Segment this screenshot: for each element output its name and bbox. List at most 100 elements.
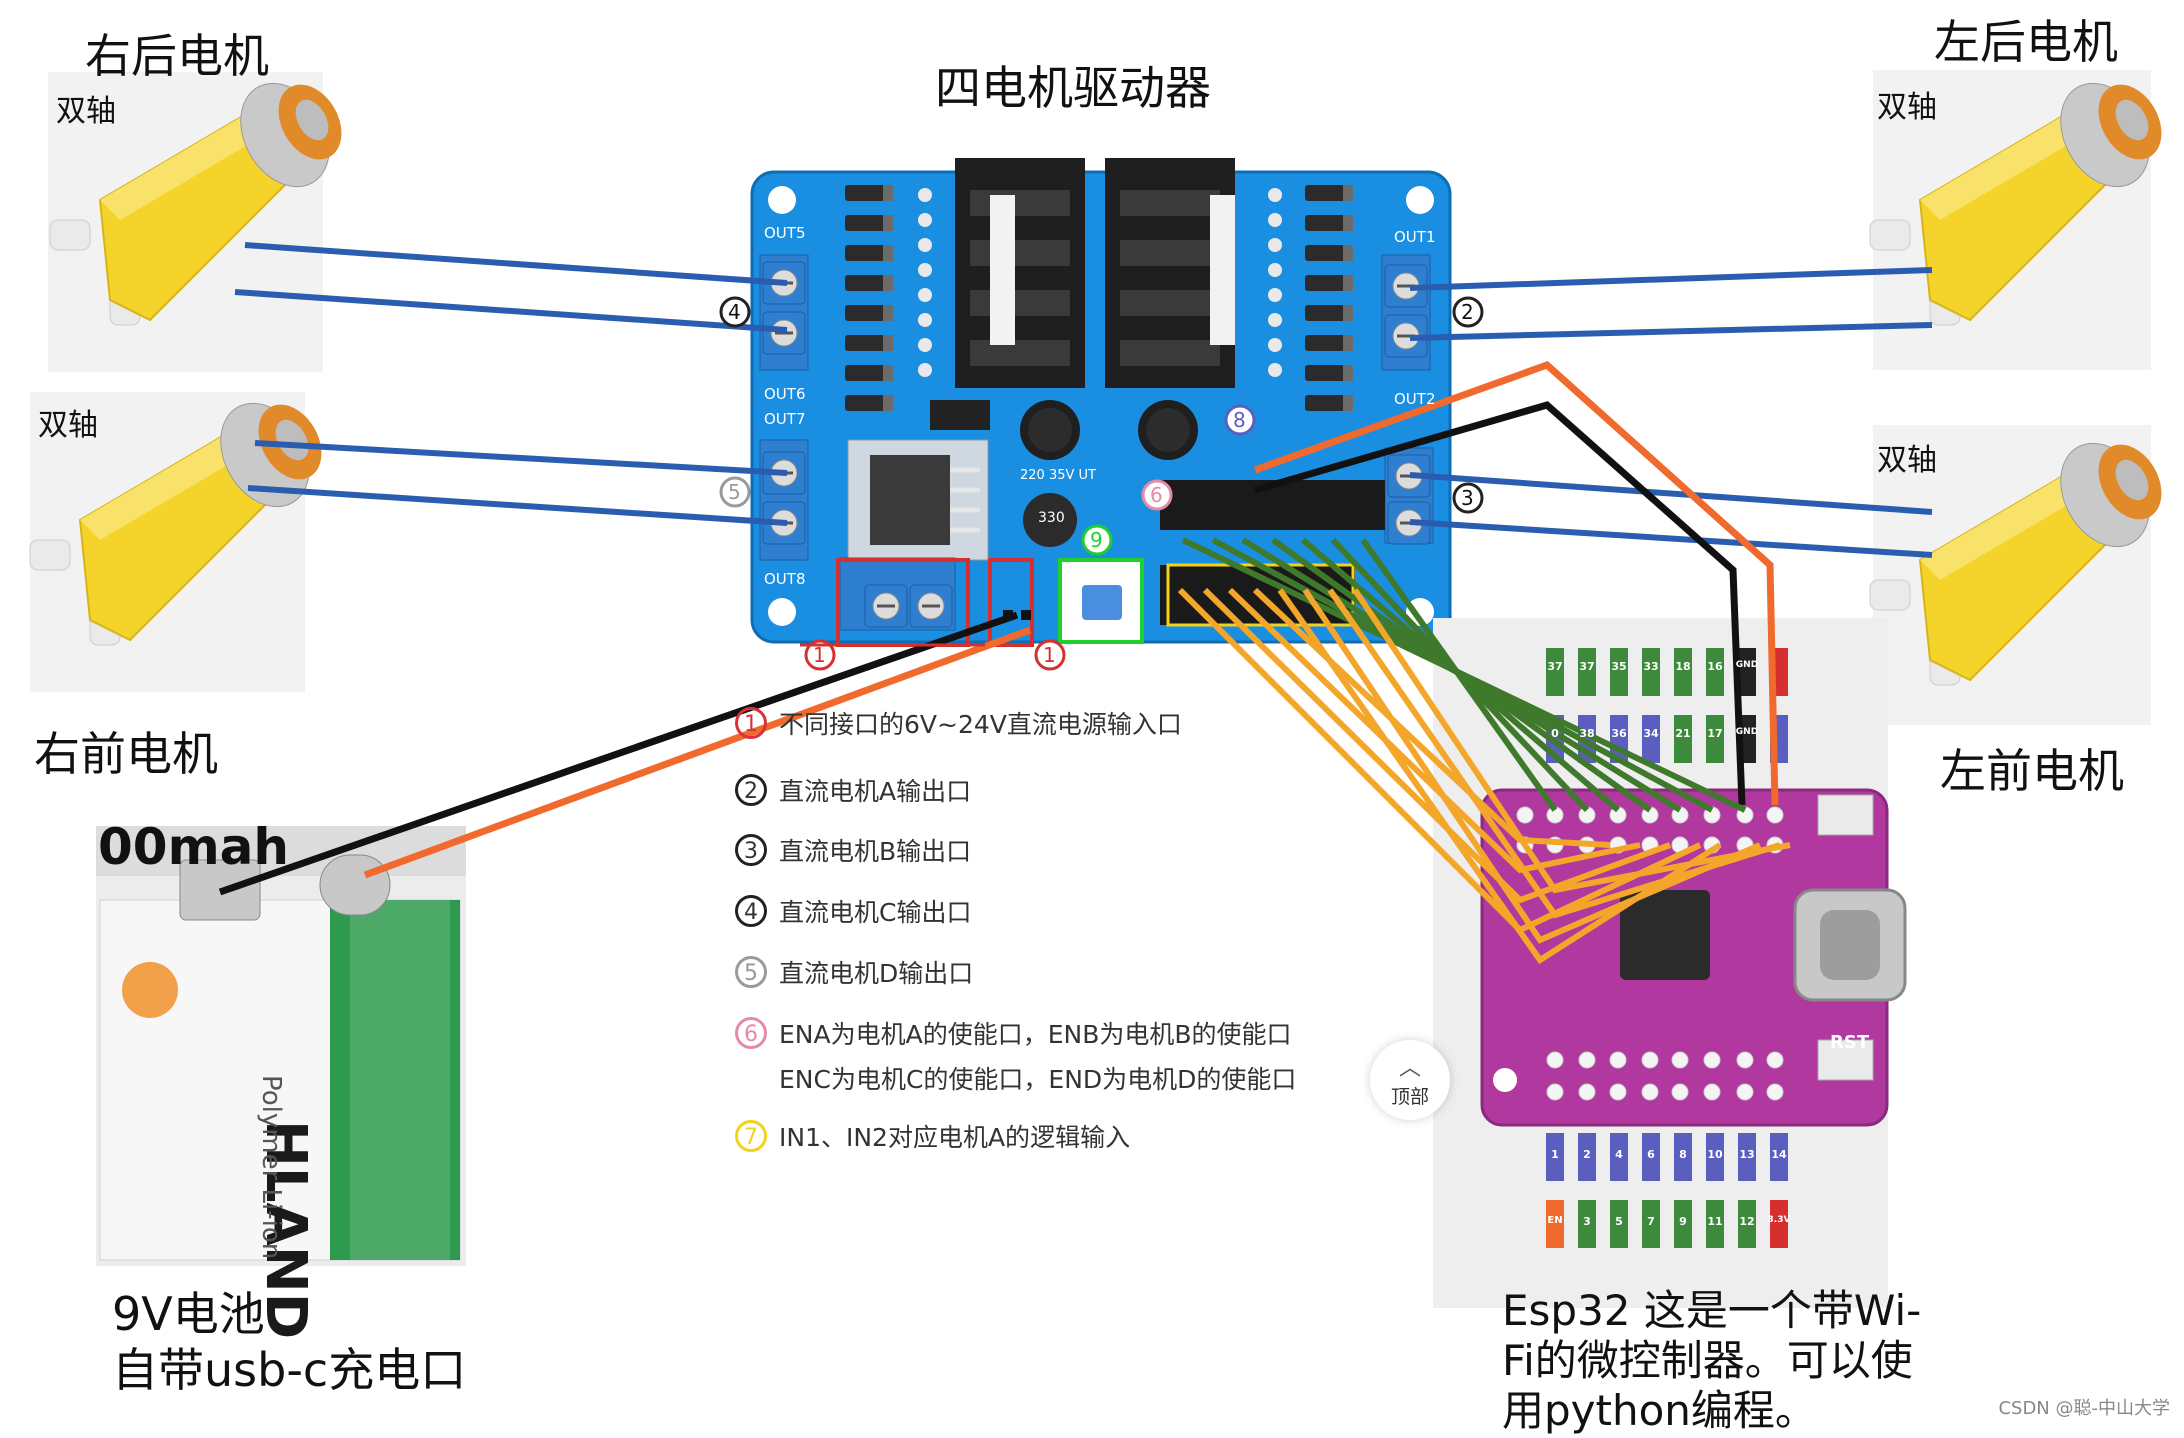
motor-wires <box>234 242 1933 558</box>
esp-pin-3v3: 3.3V <box>1767 1215 1791 1225</box>
esp-pin-6: 6 <box>1647 1148 1655 1161</box>
esp32-rst-label: RST <box>1830 1032 1870 1053</box>
legend-text-3: 直流电机B输出口 <box>779 837 972 866</box>
board-out1-label: OUT1 <box>1394 228 1436 246</box>
legend-item-2: 2 直流电机A输出口 <box>735 772 971 808</box>
board-out6-label: OUT6 <box>764 385 806 403</box>
badge-8: 8 <box>1233 408 1246 432</box>
battery-label-line1: 9V电池 <box>112 1287 265 1341</box>
board-out2-label: OUT2 <box>1394 390 1436 408</box>
legend-item-6-line2: ENC为电机C的使能口，END为电机D的使能口 <box>779 1060 1296 1096</box>
motor-rear-left-label: 左后电机 <box>1934 15 2118 69</box>
legend-num-4: 4 <box>735 895 767 927</box>
legend-item-4: 4 直流电机C输出口 <box>735 893 971 929</box>
motor-front-left-tag: 双轴 <box>1877 443 1937 478</box>
battery-image <box>96 826 466 1266</box>
esp-pin-5: 5 <box>1615 1215 1623 1228</box>
legend-item-1: 1 不同接口的6V~24V直流电源输入口 <box>735 705 1182 741</box>
legend-text-4: 直流电机C输出口 <box>779 898 972 927</box>
esp-pin-10: 10 <box>1707 1148 1723 1161</box>
esp32-pin-tags-bottom <box>1546 1133 1788 1248</box>
motor-front-left-label: 左前电机 <box>1940 744 2124 798</box>
legend-text-5: 直流电机D输出口 <box>779 959 974 988</box>
esp32-label-line3: 用python编程。 <box>1502 1386 1817 1435</box>
esp-pin-7: 7 <box>1647 1215 1655 1228</box>
motor-rear-left-tag: 双轴 <box>1877 90 1937 125</box>
back-to-top-button[interactable]: ︿ 顶部 <box>1370 1040 1450 1120</box>
esp-pin-8: 8 <box>1679 1148 1687 1161</box>
legend-num-1: 1 <box>735 707 767 739</box>
legend-num-3: 3 <box>735 834 767 866</box>
esp-pin-0: 0 <box>1551 727 1559 740</box>
esp-pin-12: 12 <box>1739 1215 1755 1228</box>
legend-item-5: 5 直流电机D输出口 <box>735 954 973 990</box>
esp-pin-gnd-top2: GND <box>1735 727 1759 737</box>
esp-pin-33: 33 <box>1643 660 1659 673</box>
esp-pin-3: 3 <box>1583 1215 1591 1228</box>
esp-pin-37b: 37 <box>1579 660 1595 673</box>
battery-side-text: Polymer Li-ion <box>256 1075 286 1260</box>
power-wires <box>218 611 1032 896</box>
motor-front-right-tag: 双轴 <box>38 408 98 443</box>
battery-label-line2: 自带usb-c充电口 <box>112 1343 467 1397</box>
enable-wires <box>1181 537 1747 813</box>
legend-num-2: 2 <box>735 774 767 806</box>
legend-text-7: IN1、IN2对应电机A的逻辑输入 <box>779 1123 1131 1152</box>
board-inductor-text: 330 <box>1038 510 1065 526</box>
esp-pin-9: 9 <box>1679 1215 1687 1228</box>
badge-1-right: 1 <box>1043 643 1056 667</box>
legend-num-7: 7 <box>735 1120 767 1152</box>
chevron-up-icon: ︿ <box>1398 1056 1421 1081</box>
badge-5: 5 <box>728 480 741 504</box>
esp-pin-38: 38 <box>1579 727 1595 740</box>
esp-pin-18: 18 <box>1675 660 1691 673</box>
board-out8-label: OUT8 <box>764 570 806 588</box>
board-cap-text: 220 35V UT <box>1020 468 1096 483</box>
badge-6: 6 <box>1150 483 1163 507</box>
board-out5-label: OUT5 <box>764 224 806 242</box>
esp-pin-en: EN <box>1547 1215 1563 1226</box>
legend-text-6: ENA为电机A的使能口，ENB为电机B的使能口 <box>779 1020 1292 1049</box>
motor-rear-right-tag: 双轴 <box>56 94 116 129</box>
legend-text-2: 直流电机A输出口 <box>779 777 972 806</box>
board-badges <box>719 296 1484 671</box>
esp-pin-35: 35 <box>1611 660 1627 673</box>
badge-2: 2 <box>1461 300 1474 324</box>
board-out7-label: OUT7 <box>764 410 806 428</box>
esp-pin-2: 2 <box>1583 1148 1591 1161</box>
esp32-power-wires <box>1253 360 1779 806</box>
motor-rear-right-label: 右后电机 <box>85 29 269 83</box>
esp32-label-line2: Fi的微控制器。可以使 <box>1502 1336 1913 1385</box>
esp-pin-17: 17 <box>1707 727 1723 740</box>
legend-num-5: 5 <box>735 956 767 988</box>
esp-pin-11: 11 <box>1707 1215 1723 1228</box>
battery-capacity-text: 00mah <box>98 818 290 876</box>
esp-pin-16: 16 <box>1707 660 1723 673</box>
badge-1-left: 1 <box>813 643 826 667</box>
back-to-top-label: 顶部 <box>1390 1086 1429 1108</box>
esp-pin-1: 1 <box>1551 1148 1559 1161</box>
esp-pin-21: 21 <box>1675 727 1691 740</box>
legend-item-3: 3 直流电机B输出口 <box>735 832 971 868</box>
esp-pin-36: 36 <box>1611 727 1627 740</box>
legend-item-6: 6 ENA为电机A的使能口，ENB为电机B的使能口 <box>735 1015 1292 1051</box>
motor-driver-board <box>750 158 1452 647</box>
legend-text-6b: ENC为电机C的使能口，END为电机D的使能口 <box>779 1065 1297 1094</box>
badge-3: 3 <box>1461 486 1474 510</box>
logic-input-wires <box>1177 587 1791 965</box>
motor-front-right-label: 右前电机 <box>34 727 218 781</box>
esp-pin-gnd-top: GND <box>1735 660 1759 670</box>
esp-pin-4: 4 <box>1615 1148 1623 1161</box>
esp-pin-34: 34 <box>1643 727 1659 740</box>
esp-pin-14: 14 <box>1771 1148 1787 1161</box>
legend-num-6: 6 <box>735 1017 767 1049</box>
legend-text-1: 不同接口的6V~24V直流电源输入口 <box>779 710 1182 739</box>
badge-9: 9 <box>1090 528 1103 552</box>
page-title: 四电机驱动器 <box>935 61 1211 115</box>
badge-4: 4 <box>728 300 741 324</box>
esp-pin-37a: 37 <box>1547 660 1563 673</box>
legend-item-7: 7 IN1、IN2对应电机A的逻辑输入 <box>735 1118 1130 1154</box>
watermark: CSDN @聪-中山大学 <box>1998 1398 2170 1419</box>
esp-pin-13: 13 <box>1739 1148 1755 1161</box>
